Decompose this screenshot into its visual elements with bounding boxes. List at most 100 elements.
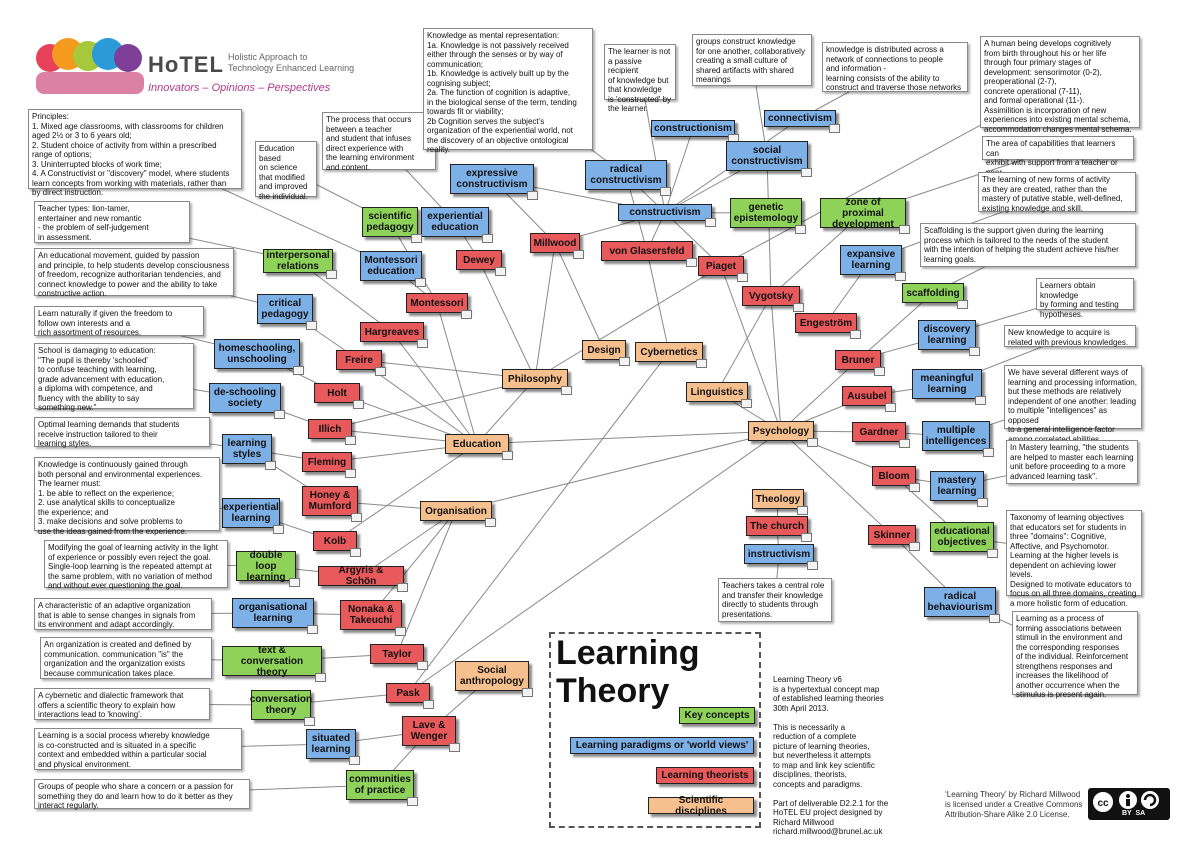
node-montessori-education[interactable]: Montessori education	[360, 251, 422, 281]
node-constructivism[interactable]: constructivism	[618, 204, 712, 221]
node-link-icon[interactable]	[304, 717, 315, 726]
node-scaffolding[interactable]: scaffolding	[902, 283, 964, 303]
node-taylor[interactable]: Taylor	[370, 644, 424, 664]
node-link-icon[interactable]	[737, 273, 748, 282]
node-social-constructivism[interactable]: social constructivism	[726, 141, 808, 171]
node-link-icon[interactable]	[345, 469, 356, 478]
node-expansive-learning[interactable]: expansive learning	[840, 245, 902, 275]
node-link-icon[interactable]	[885, 403, 896, 412]
node-link-icon[interactable]	[561, 386, 572, 395]
node-link-icon[interactable]	[969, 347, 980, 356]
node-mastery-learning[interactable]: mastery learning	[930, 471, 984, 501]
node-multiple-intelligences[interactable]: multiple intelligences	[922, 421, 990, 451]
node-piaget[interactable]: Piaget	[698, 256, 744, 276]
node-link-icon[interactable]	[660, 187, 671, 196]
node-link-icon[interactable]	[411, 234, 422, 243]
node-education[interactable]: Education	[445, 434, 509, 454]
node-link-icon[interactable]	[265, 461, 276, 470]
node-link-icon[interactable]	[793, 303, 804, 312]
node-link-icon[interactable]	[482, 234, 493, 243]
node-link-icon[interactable]	[375, 367, 386, 376]
node-holt[interactable]: Holt	[314, 383, 360, 403]
node-link-icon[interactable]	[977, 498, 988, 507]
node-link-icon[interactable]	[407, 797, 418, 806]
node-link-icon[interactable]	[801, 533, 812, 542]
node-argyris[interactable]: Argyris & Schön	[318, 565, 404, 587]
node-link-icon[interactable]	[874, 367, 885, 376]
node-link-icon[interactable]	[274, 410, 285, 419]
node-deschooling[interactable]: de-schooling society	[209, 383, 281, 413]
node-link-icon[interactable]	[289, 578, 300, 587]
node-link-icon[interactable]	[397, 583, 408, 592]
node-skinner[interactable]: Skinner	[868, 525, 916, 545]
node-link-icon[interactable]	[957, 300, 968, 309]
node-montessori[interactable]: Montessori	[406, 293, 468, 313]
node-pask[interactable]: Pask	[386, 683, 430, 703]
node-hargreaves[interactable]: Hargreaves	[360, 322, 424, 342]
node-link-icon[interactable]	[351, 513, 362, 522]
node-social-anthropology[interactable]: Social anthropology	[455, 661, 529, 691]
node-communities[interactable]: communities of practice	[346, 770, 414, 800]
node-connectivism[interactable]: connectivism	[764, 110, 836, 127]
node-radical-constructivism[interactable]: radical constructivism	[585, 160, 667, 190]
node-bloom[interactable]: Bloom	[872, 466, 916, 486]
node-link-icon[interactable]	[686, 258, 697, 267]
node-honey[interactable]: Honey & Mumford	[302, 486, 358, 516]
node-link-icon[interactable]	[696, 359, 707, 368]
node-meaningful-learning[interactable]: meaningful learning	[912, 369, 982, 399]
node-situated-learning[interactable]: situated learning	[306, 729, 356, 759]
node-link-icon[interactable]	[449, 743, 460, 752]
node-constructionism[interactable]: constructionism	[651, 120, 735, 137]
node-link-icon[interactable]	[795, 225, 806, 234]
node-link-icon[interactable]	[899, 439, 910, 448]
node-engestrom[interactable]: Engeström	[795, 313, 857, 333]
node-the-church[interactable]: The church	[746, 516, 808, 536]
node-link-icon[interactable]	[345, 436, 356, 445]
node-link-icon[interactable]	[423, 700, 434, 709]
node-link-icon[interactable]	[895, 272, 906, 281]
node-vygotsky[interactable]: Vygotsky	[742, 286, 800, 306]
node-link-icon[interactable]	[349, 756, 360, 765]
node-link-icon[interactable]	[899, 225, 910, 234]
node-radical-behaviourism[interactable]: radical behaviourism	[924, 587, 996, 617]
node-link-icon[interactable]	[326, 270, 337, 279]
node-link-icon[interactable]	[417, 661, 428, 670]
node-link-icon[interactable]	[273, 525, 284, 534]
node-genetic-epistemology[interactable]: genetic epistemology	[730, 198, 802, 228]
node-link-icon[interactable]	[415, 278, 426, 287]
node-freire[interactable]: Freire	[336, 350, 382, 370]
node-link-icon[interactable]	[619, 357, 630, 366]
node-link-icon[interactable]	[909, 483, 920, 492]
node-instructivism[interactable]: instructivism	[744, 544, 814, 564]
node-conversation-theory[interactable]: conversation theory	[250, 690, 312, 720]
node-theology[interactable]: Theology	[752, 489, 804, 509]
node-link-icon[interactable]	[485, 518, 496, 527]
node-organisational-learning[interactable]: organisational learning	[232, 598, 314, 628]
node-dewey[interactable]: Dewey	[456, 250, 502, 270]
node-link-icon[interactable]	[807, 438, 818, 447]
node-link-icon[interactable]	[293, 366, 304, 375]
node-experiential-learning[interactable]: experiential learning	[222, 498, 280, 528]
node-link-icon[interactable]	[495, 267, 506, 276]
node-zpd[interactable]: zone of proximal development	[820, 197, 906, 230]
node-illich[interactable]: Illich	[308, 419, 352, 439]
node-philosophy[interactable]: Philosophy	[502, 369, 568, 389]
node-lave[interactable]: Lave & Wenger	[402, 716, 456, 746]
node-link-icon[interactable]	[850, 330, 861, 339]
node-link-icon[interactable]	[741, 399, 752, 408]
node-link-icon[interactable]	[417, 339, 428, 348]
node-psychology[interactable]: Psychology	[748, 421, 814, 441]
node-design[interactable]: Design	[582, 340, 626, 360]
node-link-icon[interactable]	[797, 506, 808, 515]
node-text-conversation[interactable]: text & conversation theory	[222, 645, 322, 678]
node-link-icon[interactable]	[807, 561, 818, 570]
node-ausubel[interactable]: Ausubel	[842, 386, 892, 406]
node-link-icon[interactable]	[306, 321, 317, 330]
node-link-icon[interactable]	[502, 451, 513, 460]
node-learning-styles[interactable]: learning styles	[222, 434, 272, 464]
node-nonaka[interactable]: Nonaka & Takeuchi	[340, 600, 402, 630]
node-link-icon[interactable]	[350, 548, 361, 557]
node-link-icon[interactable]	[829, 124, 840, 133]
node-link-icon[interactable]	[909, 542, 920, 551]
node-bruner[interactable]: Bruner	[835, 350, 881, 370]
